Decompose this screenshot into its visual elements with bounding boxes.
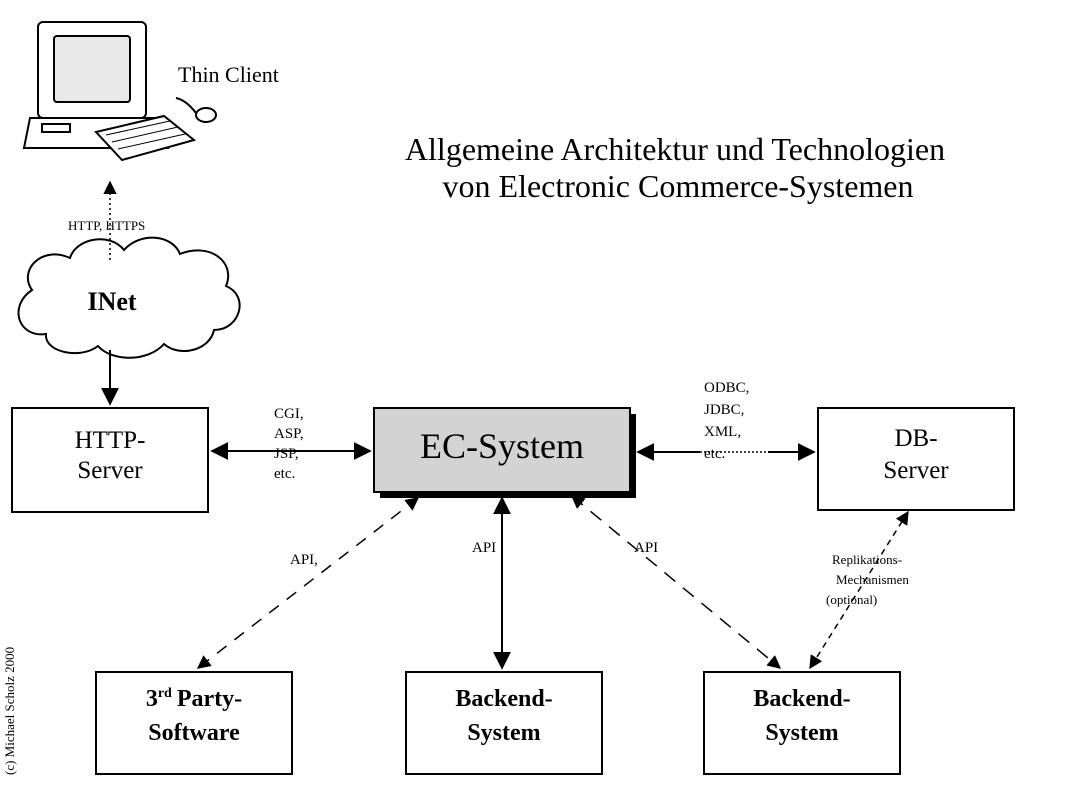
ec-system-box bbox=[373, 407, 631, 493]
inet-label: INet bbox=[87, 287, 136, 316]
inet-cloud bbox=[17, 236, 241, 359]
title-line1: Allgemeine Architektur und Technologien bbox=[405, 131, 945, 167]
backend-mid-line2: System bbox=[467, 720, 540, 746]
ec-db-tech-2: JDBC, bbox=[704, 402, 744, 418]
computer-icon bbox=[22, 21, 217, 162]
backend-right-box bbox=[703, 671, 901, 775]
http-ec-tech-1: CGI, bbox=[274, 406, 304, 422]
http-ec-tech-2: ASP, bbox=[274, 426, 304, 442]
replication-line1: Replikations- bbox=[832, 552, 902, 567]
backend-right-line2: System bbox=[765, 720, 838, 746]
ec-system-label: EC-System bbox=[420, 426, 584, 466]
copyright-text: (c) Michael Scholz 2000 bbox=[2, 647, 17, 775]
third-party-line2: Software bbox=[148, 720, 240, 746]
ec-backend-right-api: API bbox=[634, 540, 658, 556]
db-server-box bbox=[817, 407, 1015, 511]
http-server-line2: Server bbox=[77, 457, 143, 484]
replication-line3: (optional) bbox=[826, 592, 877, 607]
client-inet-protocol: HTTP, HTTPS bbox=[68, 218, 145, 233]
ec-third-party-api: API, bbox=[290, 552, 318, 568]
http-server-line1: HTTP- bbox=[75, 427, 146, 454]
backend-right-line1: Backend- bbox=[753, 686, 850, 712]
thin-client-label: Thin Client bbox=[178, 62, 279, 87]
backend-mid-line1: Backend- bbox=[455, 686, 552, 712]
replication-line2: Mechanismen bbox=[836, 572, 909, 587]
db-server-line2: Server bbox=[883, 457, 949, 484]
db-server-line1: DB- bbox=[894, 425, 937, 452]
http-server-box bbox=[11, 407, 209, 513]
third-party-box bbox=[95, 671, 293, 775]
title-line2: von Electronic Commerce-Systemen bbox=[443, 168, 914, 204]
arrow-ec-backend-right bbox=[570, 495, 782, 669]
arrow-db-backend-right bbox=[809, 510, 909, 670]
ec-db-tech-3: XML, bbox=[704, 424, 741, 440]
ec-db-tech-1: ODBC, bbox=[704, 380, 749, 396]
backend-mid-box bbox=[405, 671, 603, 775]
arrow-ec-third-party bbox=[196, 497, 420, 669]
ec-backend-mid-api: API bbox=[472, 540, 496, 556]
ec-db-tech-4: etc. bbox=[704, 446, 725, 462]
http-ec-tech-4: etc. bbox=[274, 466, 295, 482]
http-ec-tech-3: JSP, bbox=[274, 446, 299, 462]
